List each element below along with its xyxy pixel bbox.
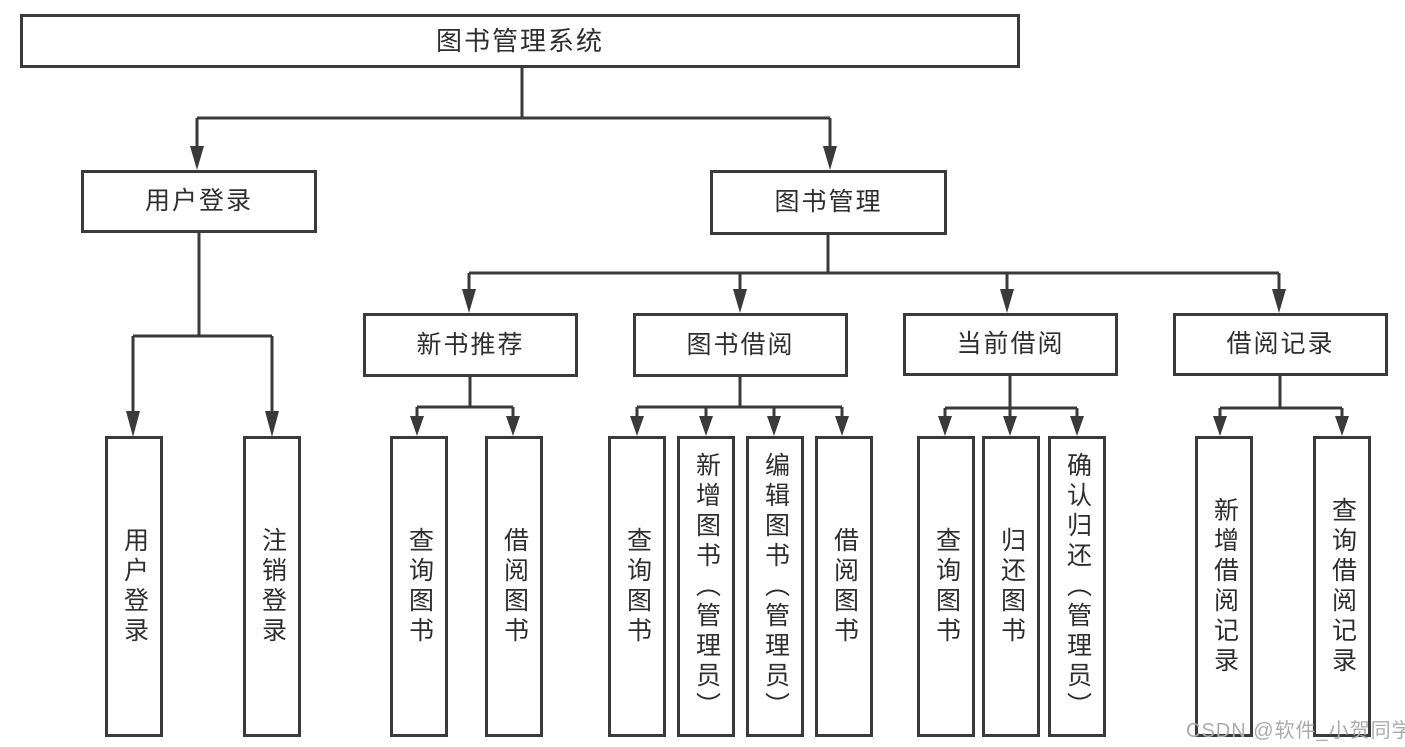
node-leaf-bb-edit-books-admin: 编辑图书（管理员） <box>746 436 804 737</box>
node-leaf-cb-confirm-return-admin: 确认归还（管理员） <box>1048 436 1106 737</box>
node-leaf-logout: 注销登录 <box>243 436 301 737</box>
node-leaf-br-query-record: 查询借阅记录 <box>1313 436 1371 737</box>
node-leaf-br-query-record-label: 查询借阅记录 <box>1328 496 1357 677</box>
node-new-book-recommend-label: 新书推荐 <box>416 330 525 359</box>
node-book-borrowing: 图书借阅 <box>633 313 848 377</box>
node-user-login: 用户登录 <box>81 170 317 233</box>
node-leaf-cb-query-books: 查询图书 <box>917 436 975 737</box>
node-new-book-recommend: 新书推荐 <box>363 313 578 377</box>
node-leaf-nbr-query-books: 查询图书 <box>390 436 448 737</box>
node-leaf-bb-query-books-label: 查询图书 <box>623 526 652 647</box>
node-leaf-cb-return-books-label: 归还图书 <box>997 526 1026 647</box>
node-leaf-nbr-query-books-label: 查询图书 <box>405 526 434 647</box>
node-leaf-br-add-record-label: 新增借阅记录 <box>1210 496 1239 677</box>
node-book-borrowing-label: 图书借阅 <box>686 330 795 359</box>
node-leaf-bb-borrow-books: 借阅图书 <box>815 436 873 737</box>
node-book-management-label: 图书管理 <box>774 188 883 216</box>
node-leaf-bb-add-books-admin-label: 新增图书（管理员） <box>692 451 721 722</box>
node-user-login-label: 用户登录 <box>144 187 253 215</box>
arrowheads <box>126 146 1349 437</box>
node-current-borrowing: 当前借阅 <box>903 313 1118 376</box>
node-leaf-bb-add-books-admin: 新增图书（管理员） <box>677 436 735 737</box>
node-book-management: 图书管理 <box>710 170 947 235</box>
node-leaf-cb-query-books-label: 查询图书 <box>932 526 961 647</box>
node-current-borrowing-label: 当前借阅 <box>956 330 1065 358</box>
node-leaf-bb-borrow-books-label: 借阅图书 <box>830 526 859 647</box>
node-leaf-bb-edit-books-admin-label: 编辑图书（管理员） <box>761 451 790 722</box>
node-leaf-cb-return-books: 归还图书 <box>982 436 1040 737</box>
node-root-label: 图书管理系统 <box>435 26 604 56</box>
csdn-watermark: CSDN @软件_小贺同学 <box>1186 720 1405 742</box>
node-leaf-logout-label: 注销登录 <box>258 526 287 647</box>
node-leaf-nbr-borrow-books-label: 借阅图书 <box>500 526 529 647</box>
node-leaf-nbr-borrow-books: 借阅图书 <box>485 436 543 737</box>
node-leaf-bb-query-books: 查询图书 <box>608 436 666 737</box>
node-root: 图书管理系统 <box>20 14 1020 68</box>
node-leaf-user-login-label: 用户登录 <box>120 526 149 647</box>
node-borrowing-records: 借阅记录 <box>1173 313 1388 376</box>
node-leaf-br-add-record: 新增借阅记录 <box>1195 436 1253 737</box>
node-leaf-cb-confirm-return-admin-label: 确认归还（管理员） <box>1063 451 1092 722</box>
node-leaf-user-login: 用户登录 <box>105 436 163 737</box>
node-borrowing-records-label: 借阅记录 <box>1226 330 1335 358</box>
